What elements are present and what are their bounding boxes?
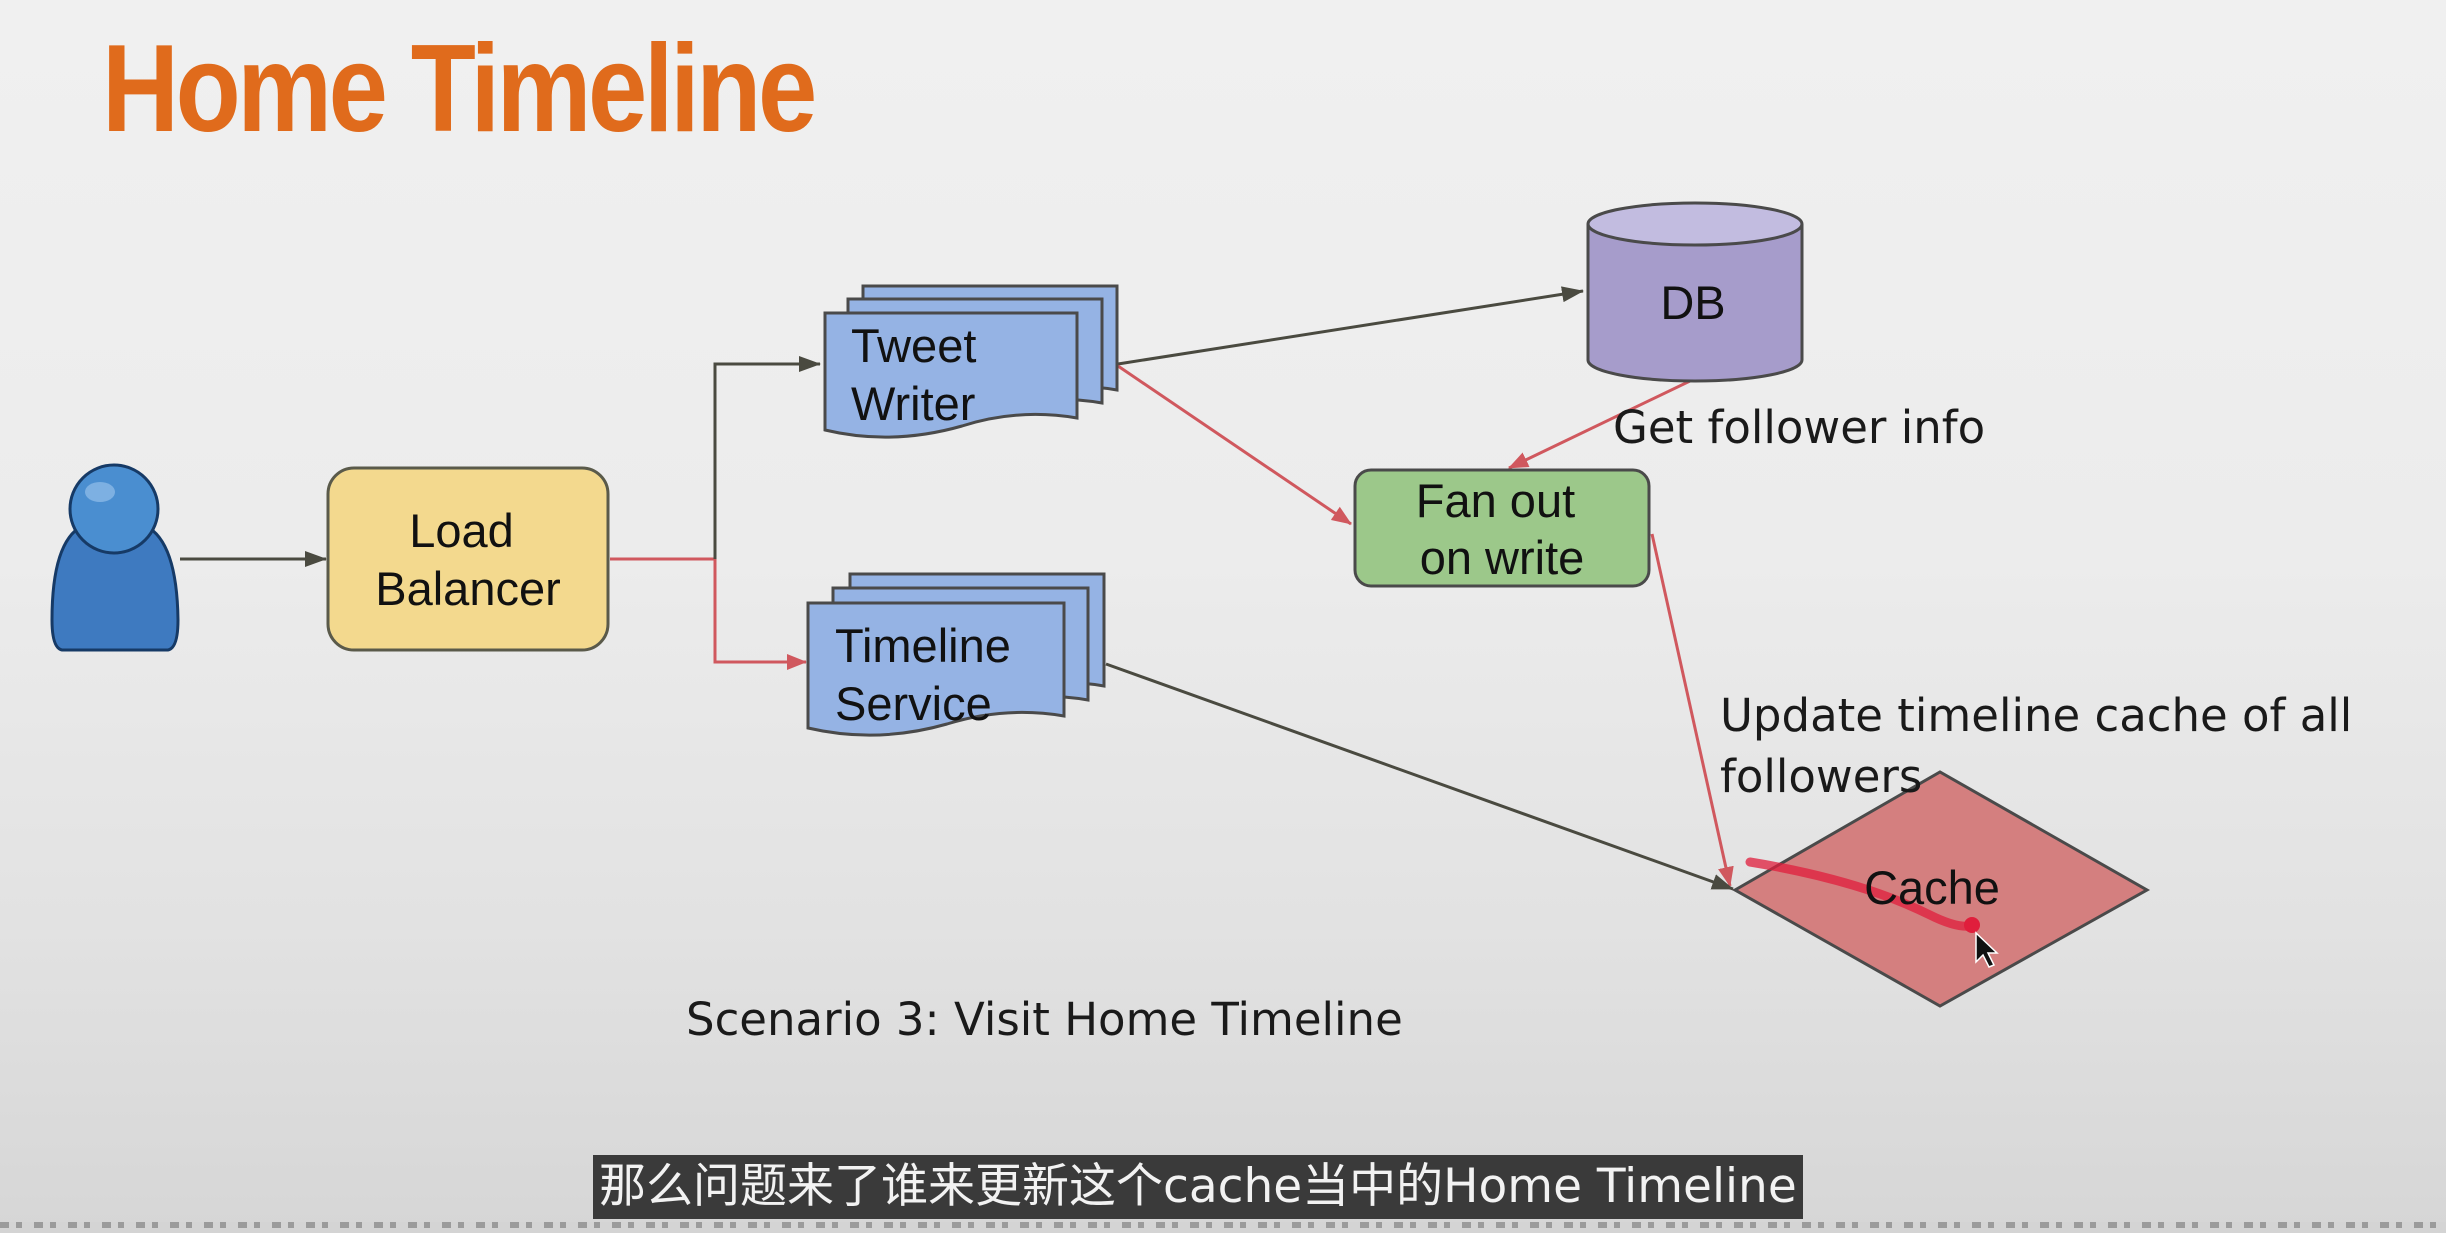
arrow-tweet-writer-to-fan-out: [1117, 364, 1352, 526]
timeline-service-node: Timeline Service: [806, 572, 1106, 737]
pen-annotation-mark: [1745, 857, 1980, 931]
fan-out-node: Fan out on write: [1353, 468, 1651, 588]
arrow-fan-out-to-cache: [1650, 533, 1734, 887]
arrow-to-tweet-writer: [713, 356, 821, 559]
timeline-service-label: Timeline Service: [835, 619, 1024, 730]
update-cache-annotation-line2: followers: [1720, 750, 1922, 803]
load-balancer-node: Load Balancer: [326, 466, 610, 652]
scenario-caption: Scenario 3: Visit Home Timeline: [686, 993, 1403, 1046]
cache-label: Cache: [1864, 861, 2000, 914]
db-label: DB: [1660, 276, 1725, 329]
user-icon: [50, 463, 180, 652]
update-cache-annotation-line1: Update timeline cache of all: [1720, 689, 2352, 742]
arrow-timeline-service-to-cache: [1105, 662, 1734, 891]
arrow-tweet-writer-to-db: [1117, 286, 1584, 366]
mouse-cursor-icon: [1975, 931, 1999, 968]
cache-node: Cache: [1731, 770, 2151, 1008]
video-subtitle: 那么问题来了谁来更新这个cache当中的Home Timeline: [593, 1155, 1803, 1219]
connector-arrows: [180, 286, 1734, 891]
arrow-db-to-fan-out: [1508, 379, 1691, 470]
load-balancer-label: Load Balancer: [375, 504, 561, 615]
arrow-to-timeline-service: [713, 559, 807, 670]
slide-title: Home Timeline: [102, 20, 817, 158]
fan-out-label: Fan out on write: [1416, 474, 1588, 584]
tweet-writer-label: Tweet Writer: [851, 319, 989, 430]
tweet-writer-node: Tweet Writer: [823, 284, 1119, 439]
get-follower-info-annotation: Get follower info: [1613, 401, 1985, 454]
db-node: DB: [1586, 201, 1804, 383]
clipped-url-strip: [0, 1222, 2446, 1233]
